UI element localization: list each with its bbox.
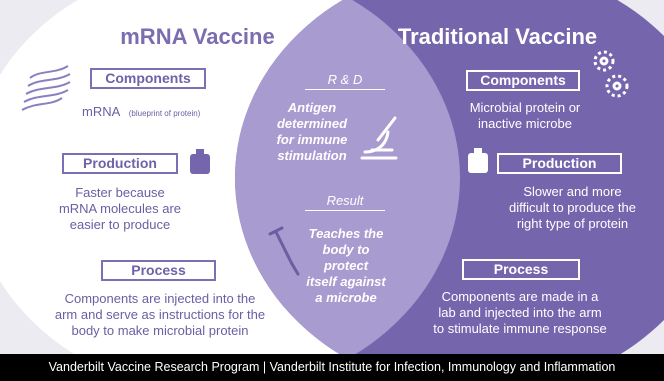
left-process-text: Components are injected into the arm and… [35,291,285,339]
left-production-label: Production [62,153,178,174]
left-process-line: arm and serve as instructions for the [54,307,266,322]
right-components-text: Microbial protein or inactive microbe [440,100,610,132]
result-line: body to [322,242,370,257]
syringe-icon [268,226,300,276]
gears-icon [593,50,629,98]
traditional-vaccine-title: Traditional Vaccine [397,24,598,49]
right-production-line: Slower and more [523,184,622,199]
right-process-text: Components are made in a lab and injecte… [420,289,620,337]
left-process-line: Components are injected into the [64,291,256,306]
right-process-label: Process [462,259,580,280]
right-process-line: to stimulate immune response [433,321,607,336]
mrna-text: mRNA [82,104,121,119]
right-production-line: difficult to produce the [509,200,636,215]
rd-line: for immune [276,132,348,147]
left-process-line: body to make microbial protein [71,323,249,338]
right-production-text: Slower and more difficult to produce the… [485,184,660,232]
right-process-line: Components are made in a [441,289,599,304]
result-line: protect [323,258,369,273]
footer-credit: Vanderbilt Vaccine Research Program | Va… [0,354,664,381]
left-production-text: Faster because mRNA molecules are easier… [35,185,205,233]
rd-divider [305,89,385,90]
right-components-label: Components [466,70,580,91]
rd-line: stimulation [277,148,347,163]
rd-line: determined [276,116,348,131]
result-line: itself against [306,274,386,289]
left-process-label: Process [101,260,216,281]
right-components-line: Microbial protein or [469,100,581,115]
left-components-text-row: mRNA (blueprint of protein) [82,103,200,121]
mrna-strand-icon [21,65,71,111]
left-components-label: Components [90,68,206,89]
result-line: Teaches the [308,226,384,241]
result-label: Result [326,193,364,208]
bottle-icon [190,149,210,174]
right-production-line: right type of protein [516,216,629,231]
left-production-line: mRNA molecules are [58,201,182,216]
left-production-line: Faster because [75,185,165,200]
mrna-vaccine-title: mRNA Vaccine [120,24,275,49]
microscope-icon [360,116,398,160]
right-process-line: lab and injected into the arm [438,305,602,320]
result-line: a microbe [315,290,377,305]
right-components-line: inactive microbe [478,116,572,131]
result-divider [305,210,385,211]
overlap-region [235,0,460,381]
rd-text: Antigen determined for immune stimulatio… [262,100,362,164]
left-production-line: easier to produce [69,217,171,232]
right-production-label: Production [497,153,622,174]
bottle-icon-right [468,148,488,173]
blueprint-note: (blueprint of protein) [128,109,201,118]
rd-line: Antigen [287,100,337,115]
rd-label: R & D [327,72,363,87]
result-text: Teaches the body to protect itself again… [290,226,402,306]
